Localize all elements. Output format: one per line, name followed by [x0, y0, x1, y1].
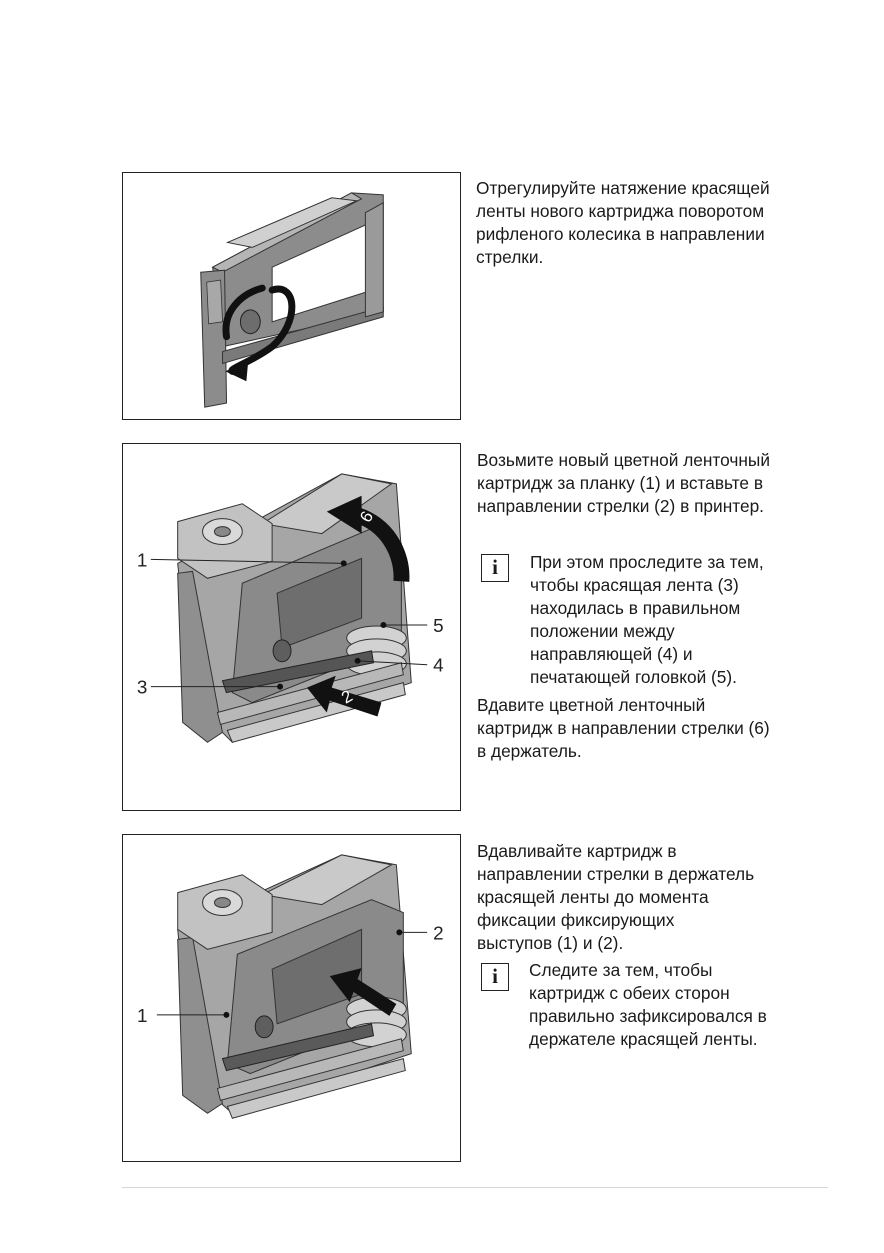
step3-note: Следите за тем, чтобы картридж с обеих с…	[529, 959, 767, 1051]
note-line: При этом проследите за тем,	[530, 552, 764, 572]
step2-line: Возьмите новый цветной ленточный	[477, 450, 771, 470]
step1-instruction: Отрегулируйте натяжение красящей ленты н…	[476, 177, 770, 269]
note-line: держателе красящей ленты.	[529, 1029, 758, 1049]
note-line: положении между	[530, 621, 675, 641]
callout-2: 2	[433, 923, 444, 944]
step3-line: направлении стрелки в держатель	[477, 864, 755, 884]
step2-followup: Вдавите цветной ленточный картридж в нап…	[477, 694, 770, 763]
info-icon: i	[481, 963, 509, 991]
step1-line: рифленого колесика в направлении	[476, 224, 765, 244]
footer-divider	[122, 1187, 828, 1188]
ribbon-cartridge-illustration	[200, 192, 384, 408]
step3-line: красящей ленты до момента	[477, 887, 709, 907]
step1-line: стрелки.	[476, 247, 544, 267]
followup-line: картридж в направлении стрелки (6)	[477, 718, 770, 738]
step3-line: Вдавливайте картридж в	[477, 841, 677, 861]
callout-1: 1	[137, 550, 148, 571]
followup-line: Вдавите цветной ленточный	[477, 695, 706, 715]
printer-holder-illustration: 1 2	[137, 854, 444, 1119]
note-line: печатающей головкой (5).	[530, 667, 737, 687]
figure-insert-cartridge: 6 2 1 3 5 4	[122, 443, 461, 811]
followup-line: в держатель.	[477, 741, 582, 761]
step2-line: направлении стрелки (2) в принтер.	[477, 496, 764, 516]
callout-1: 1	[137, 1006, 148, 1027]
note-line: направляющей (4) и	[530, 644, 693, 664]
callout-4: 4	[433, 656, 444, 677]
callout-3: 3	[137, 678, 148, 699]
figure-ribbon-tension	[122, 172, 461, 420]
printer-mechanism-illustration: 6 2 1 3 5 4	[137, 473, 444, 743]
step2-instruction: Возьмите новый цветной ленточный картрид…	[477, 449, 770, 518]
info-icon: i	[481, 554, 509, 582]
figure-lock-cartridge: 1 2	[122, 834, 461, 1162]
step2-note: При этом проследите за тем, чтобы красящ…	[530, 551, 764, 689]
callout-5: 5	[433, 616, 444, 637]
note-line: чтобы красящая лента (3)	[530, 575, 739, 595]
note-line: Следите за тем, чтобы	[529, 960, 713, 980]
step3-line: фиксации фиксирующих	[477, 910, 675, 930]
note-line: картридж с обеих сторон	[529, 983, 730, 1003]
step3-line: выступов (1) и (2).	[477, 933, 624, 953]
note-line: находилась в правильном	[530, 598, 741, 618]
step1-line: ленты нового картриджа поворотом	[476, 201, 765, 221]
note-line: правильно зафиксировался в	[529, 1006, 767, 1026]
step2-line: картридж за планку (1) и вставьте в	[477, 473, 764, 493]
step1-line: Отрегулируйте натяжение красящей	[476, 178, 770, 198]
step3-instruction: Вдавливайте картридж в направлении стрел…	[477, 840, 754, 955]
